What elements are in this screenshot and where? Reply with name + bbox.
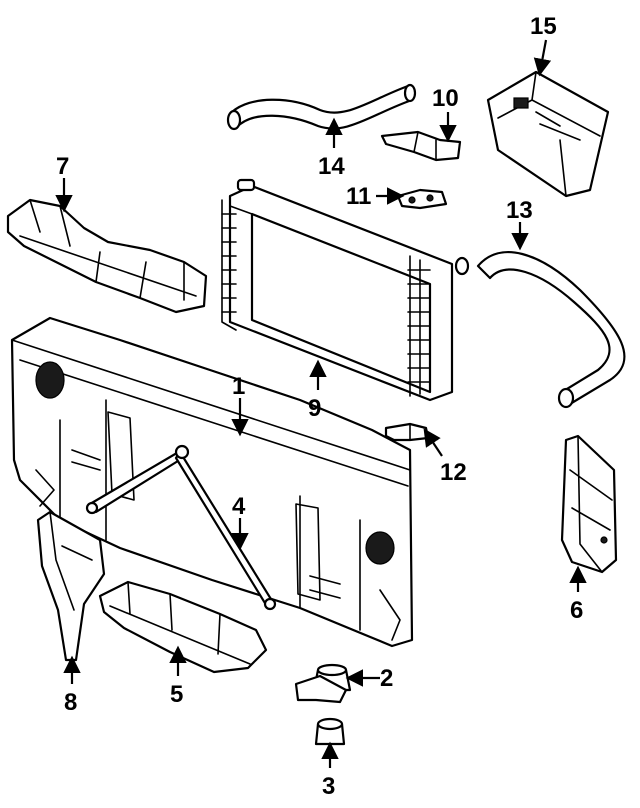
radiator-support: [10, 316, 414, 648]
clip-11: [396, 188, 448, 210]
callout-11: 11: [346, 183, 371, 210]
callout-5: 5: [170, 681, 183, 708]
bracket-10: [380, 130, 462, 162]
callout-8: 8: [64, 689, 77, 716]
callout-12: 12: [440, 459, 467, 486]
lower-radiator-hose: [476, 251, 626, 409]
callout-6: 6: [570, 597, 583, 624]
radiator: [221, 178, 470, 402]
side-baffle-left: [36, 510, 106, 662]
coolant-reservoir: [486, 70, 610, 198]
side-baffle-right: [560, 434, 618, 574]
callout-10: 10: [432, 85, 459, 112]
leader-lines: [55, 39, 587, 768]
bracket-12: [384, 422, 430, 442]
callout-3: 3: [322, 773, 335, 800]
callout-2: 2: [380, 665, 393, 692]
callout-14: 14: [318, 153, 345, 180]
upper-air-deflector: [6, 198, 208, 314]
callout-7: 7: [56, 153, 69, 180]
callout-4: 4: [232, 493, 246, 520]
mount-insulator: [294, 663, 352, 704]
callout-15: 15: [530, 13, 557, 40]
callout-1: 1: [232, 373, 245, 400]
callout-13: 13: [506, 197, 533, 224]
lower-cushion: [314, 717, 346, 746]
callout-9: 9: [308, 395, 321, 422]
lower-air-deflector: [98, 580, 268, 674]
brace-rod: [85, 444, 277, 611]
upper-radiator-hose: [226, 83, 417, 131]
